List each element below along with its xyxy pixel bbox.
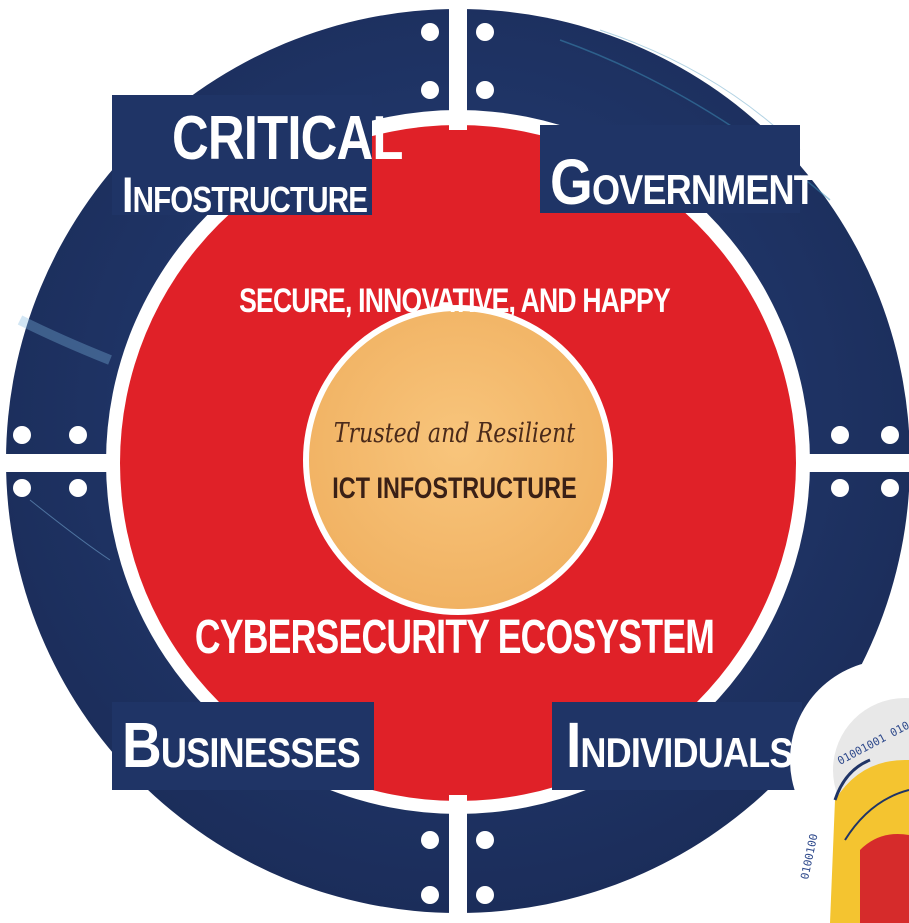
businesses-rest: USINESSES — [160, 729, 361, 776]
government-label-tab — [540, 125, 800, 213]
critical-label-line1: CRITICAL — [172, 104, 403, 173]
ring-tagline: SECURE, INNOVATIVE, AND HAPPY — [239, 282, 671, 320]
seal-logo: 01001001 010 0100100 — [790, 660, 909, 923]
separator-vertical-bottom — [449, 795, 467, 923]
businesses-initial: B — [122, 709, 162, 781]
businesses-label: BUSINESSES — [122, 713, 361, 777]
businesses-label-tab — [112, 702, 374, 790]
infostructure-label: INFOSTRUCTURE — [122, 167, 368, 223]
government-initial: G — [550, 146, 593, 218]
infostructure-initial: I — [122, 167, 133, 223]
individuals-label: INDIVIDUALS — [566, 713, 793, 777]
streak-decoration — [17, 315, 112, 365]
core-script-text: Trusted and Resilient — [333, 418, 576, 449]
connector-dots — [13, 23, 899, 904]
seal-binary-left: 0100100 — [798, 833, 820, 881]
streak-decoration — [29, 499, 111, 561]
separator-vertical-top — [449, 0, 467, 130]
government-label: GOVERNMENT — [550, 150, 816, 214]
ring-ecosystem-title: CYBERSECURITY ECOSYSTEM — [194, 611, 715, 664]
individuals-label-tab — [552, 702, 802, 790]
critical-label: CRITICAL — [172, 108, 403, 170]
separator-horizontal-left — [0, 454, 118, 472]
individuals-rest: NDIVIDUALS — [580, 729, 793, 776]
core-circle — [303, 305, 613, 615]
individuals-initial: I — [566, 709, 581, 781]
separator-horizontal-right — [800, 454, 909, 472]
core-title: ICT INFOSTRUCTURE — [332, 472, 577, 505]
government-rest: OVERNMENT — [591, 166, 816, 213]
critical-label-tab — [112, 95, 372, 215]
infostructure-rest: NFOSTRUCTURE — [132, 179, 368, 220]
